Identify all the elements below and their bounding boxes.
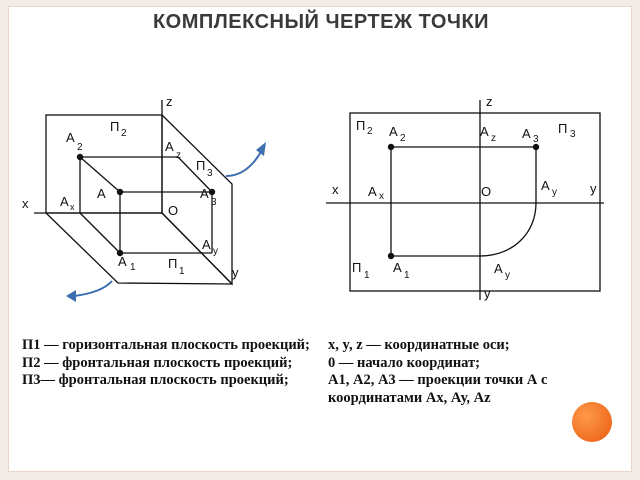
monge-frame [349, 112, 601, 292]
label-p1: П [168, 256, 177, 271]
label-ay-right: A [541, 178, 550, 193]
svg-text:2: 2 [367, 126, 373, 137]
orthographic-labels: z x y y П 2 A 2 A z A 3 П 3 A x O A y П … [332, 94, 597, 301]
point-a [116, 188, 124, 196]
line-az-a3 [177, 156, 213, 193]
arrow-upper-icon [225, 149, 263, 177]
label-a2-ortho: A [389, 124, 398, 139]
label-ax: A [60, 194, 69, 209]
label-z-ortho: z [486, 94, 493, 109]
legend-projections: А1, А2, А3 — проекции точки А с координа… [328, 372, 548, 406]
label-a3: A [200, 186, 209, 201]
legend-axes: x, y, z — координатные оси; 0 — начало к… [328, 337, 618, 407]
label-origin-ortho: O [481, 184, 491, 199]
rotation-arrows [66, 142, 266, 302]
svg-text:2: 2 [77, 142, 83, 153]
label-ax-ortho: A [368, 184, 377, 199]
label-z: z [166, 94, 173, 109]
point-a2-ortho [387, 143, 395, 151]
svg-text:3: 3 [211, 197, 217, 208]
label-p2-ortho: П [356, 118, 365, 133]
y-axis [161, 212, 233, 285]
svg-text:x: x [70, 202, 75, 212]
axonometric-labels: z x y П 2 П 3 П 1 A 2 A z A 3 A A x O A … [22, 94, 239, 280]
svg-text:1: 1 [130, 262, 136, 273]
label-p1-ortho: П [352, 260, 361, 275]
point-a1-ortho [387, 252, 395, 260]
svg-text:1: 1 [179, 266, 185, 277]
legend-p3: П3— фронтальная плоскость проекций; [22, 372, 289, 388]
svg-text:z: z [176, 150, 181, 161]
orthographic-view [326, 100, 604, 300]
constant-arc [479, 202, 537, 257]
orthographic-points [387, 143, 540, 260]
point-a2 [76, 153, 84, 161]
axonometric-view [34, 100, 233, 286]
svg-text:1: 1 [404, 270, 410, 281]
slide: КОМПЛЕКСНЫЙ ЧЕРТЕЖ ТОЧКИ [8, 6, 632, 472]
plane-p1-frame [45, 212, 233, 285]
label-x-ortho: x [332, 182, 339, 197]
label-ay-bottom: A [494, 261, 503, 276]
page-title: КОМПЛЕКСНЫЙ ЧЕРТЕЖ ТОЧКИ [152, 11, 490, 33]
label-a1: A [118, 254, 127, 269]
svg-text:2: 2 [400, 133, 406, 144]
svg-text:y: y [213, 246, 218, 257]
label-a1-ortho: A [393, 260, 402, 275]
label-y-right: y [590, 181, 597, 196]
svg-text:y: y [552, 187, 557, 198]
label-y: y [232, 265, 239, 280]
decorative-orange-circle [572, 402, 612, 442]
label-az: A [165, 139, 174, 154]
point-a3-ortho [532, 143, 540, 151]
label-p2: П [110, 119, 119, 134]
svg-text:z: z [491, 133, 496, 144]
svg-text:3: 3 [570, 129, 576, 140]
label-p3-ortho: П [558, 121, 567, 136]
label-a: A [97, 186, 106, 201]
legend-axes-xyz: x, y, z — координатные оси; [328, 337, 510, 353]
svg-text:3: 3 [533, 134, 539, 145]
line-a2-a [79, 156, 121, 193]
label-a3-ortho: A [522, 126, 531, 141]
svg-text:y: y [505, 270, 510, 281]
legend-origin: 0 — начало координат; [328, 354, 480, 371]
label-origin: O [168, 203, 178, 218]
label-ay: A [202, 237, 211, 252]
legend-planes: П1 — горизонтальная плоскость проекций; … [22, 337, 312, 390]
line-ax-a1 [79, 212, 121, 254]
label-y-bottom: y [484, 286, 491, 301]
label-x: x [22, 196, 29, 211]
axonometric-points [76, 153, 216, 257]
legend-p1: П1 — горизонтальная плоскость проекций; [22, 337, 310, 353]
svg-text:x: x [379, 191, 384, 202]
arrow-lower-icon [73, 280, 113, 297]
label-a2: A [66, 130, 75, 145]
svg-text:1: 1 [364, 270, 370, 281]
label-az-ortho: A [480, 124, 489, 139]
point-a3 [208, 188, 216, 196]
svg-text:2: 2 [121, 128, 127, 139]
svg-text:3: 3 [207, 168, 213, 179]
legend-p2: П2 — фронтальная плоскость проекций; [22, 354, 293, 371]
point-a1 [116, 249, 124, 257]
label-p3: П [196, 158, 205, 173]
